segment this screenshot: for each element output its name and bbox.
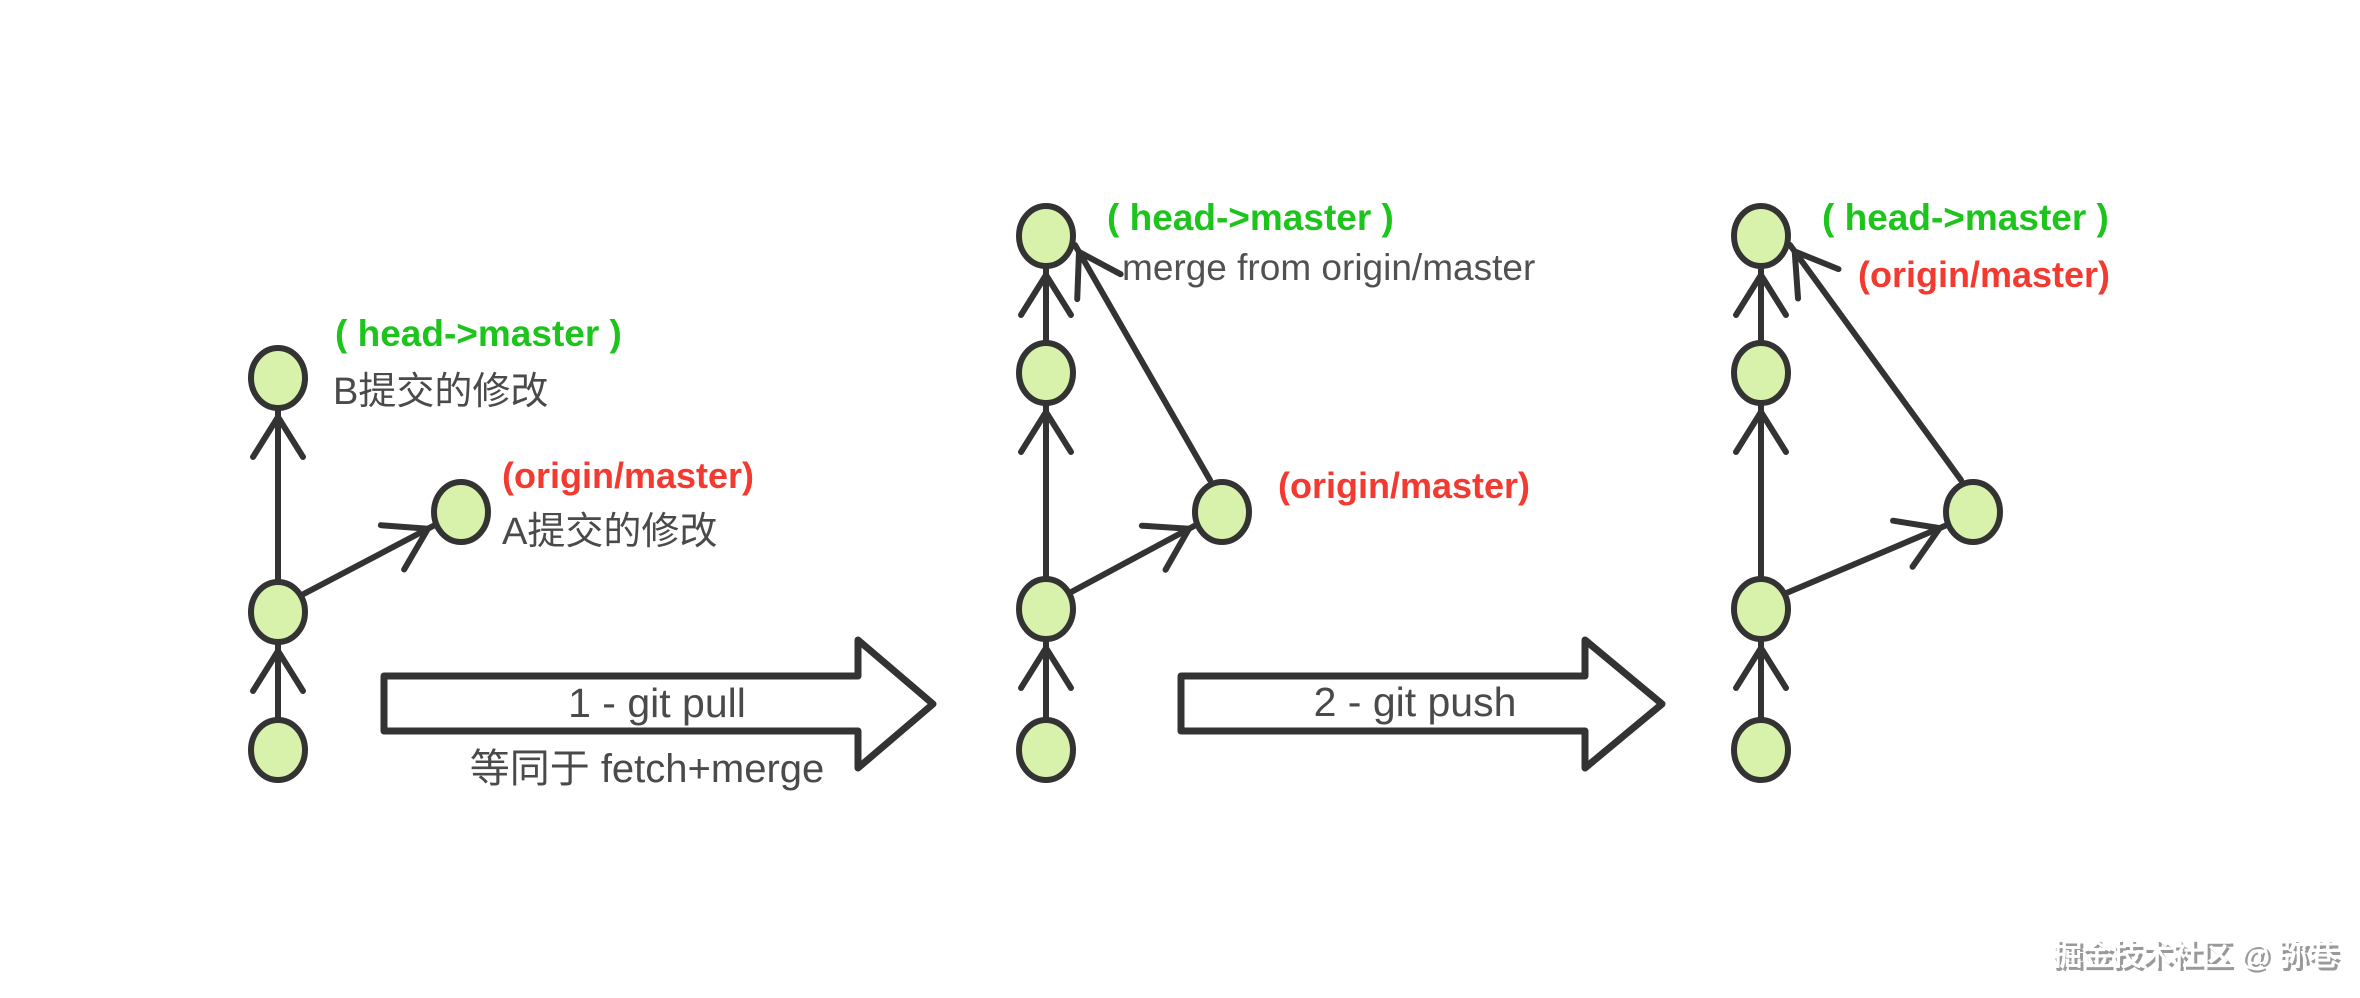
step2-title: 2 - git push (1314, 679, 1517, 725)
commit-node-a (1943, 479, 2003, 545)
panel-after-push: ( head->master ) (origin/master) (1731, 197, 2110, 783)
commit-node-a (1192, 479, 1252, 545)
origin-master-label: (origin/master) (502, 455, 754, 496)
head-master-label: ( head->master ) (335, 313, 622, 354)
watermark-text: 掘金技术社区 @ 弥巷 (2052, 938, 2339, 972)
origin-master-label: (origin/master) (1858, 254, 2110, 295)
head-master-label: ( head->master ) (1107, 197, 1394, 238)
step1-arrow (380, 636, 937, 772)
commit-node-b (248, 345, 308, 411)
commit-b-note: B提交的修改 (333, 371, 548, 413)
head-master-label: ( head->master ) (1822, 197, 2109, 238)
step1-git-pull: 1 - git pull 等同于 fetch+merge (380, 636, 937, 791)
merge-edge-origin-to-head (1072, 242, 1213, 483)
step2-git-push: 2 - git push (1177, 636, 1666, 772)
panel-local-repo: ( head->master ) B提交的修改 (origin/master) … (248, 313, 754, 783)
commit-a-note: A提交的修改 (502, 511, 717, 553)
edge-commit1-commit-a (293, 522, 438, 601)
commit-node-base (248, 579, 308, 645)
edge-commit1-commit-a (1059, 522, 1199, 600)
step2-arrow (1177, 636, 1666, 772)
commit-node-base (1016, 576, 1076, 642)
commit-node-b (1731, 340, 1791, 406)
commit-node-base (1731, 576, 1791, 642)
commit-node-root (1731, 717, 1791, 783)
commit-node-a (431, 479, 491, 545)
step1-subtitle: 等同于 fetch+merge (470, 747, 825, 791)
commit-node-root (1016, 717, 1076, 783)
edge-commit1-commit-a (1774, 517, 1950, 600)
panel-after-pull: ( head->master ) merge from origin/maste… (1016, 197, 1535, 783)
origin-master-label: (origin/master) (1278, 465, 1530, 506)
commit-node-b (1016, 340, 1076, 406)
commit-node-merge (1016, 203, 1076, 269)
watermark-shadow: 掘金技术社区 @ 弥巷 (2055, 941, 2342, 975)
commit-node-root (248, 717, 308, 783)
merge-edge-origin-to-head (1787, 242, 1964, 483)
merge-note: merge from origin/master (1122, 247, 1535, 288)
watermark: 掘金技术社区 @ 弥巷 掘金技术社区 @ 弥巷 (2052, 938, 2342, 975)
commit-node-merge (1731, 203, 1791, 269)
step1-title: 1 - git pull (568, 680, 746, 726)
